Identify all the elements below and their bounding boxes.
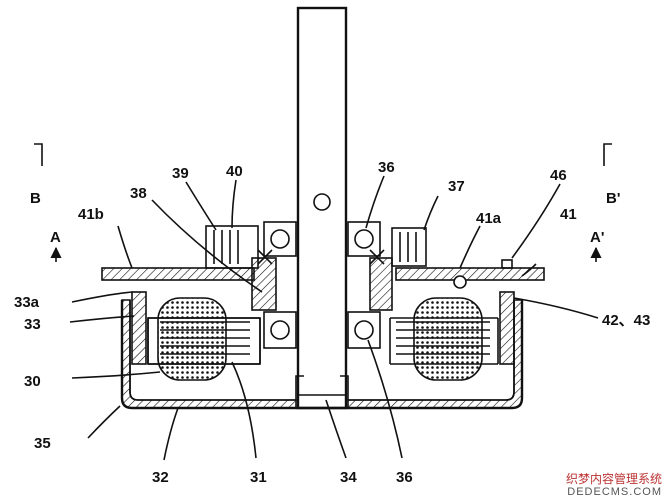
coil-right bbox=[389, 297, 499, 381]
watermark-cn: 织梦内容管理系统 bbox=[565, 471, 662, 486]
bearing-lower bbox=[263, 311, 381, 349]
watermark-en: DEDECMS.COM bbox=[567, 485, 662, 498]
label-39: 39 bbox=[172, 165, 189, 182]
label-A-right: A' bbox=[590, 229, 604, 246]
label-40: 40 bbox=[226, 163, 243, 180]
label-46: 46 bbox=[550, 167, 567, 184]
hub-38 bbox=[205, 225, 427, 311]
label-42-43: 42、43 bbox=[602, 312, 650, 329]
label-B-right: B' bbox=[606, 190, 620, 207]
label-36-top: 36 bbox=[378, 159, 395, 176]
section-markers bbox=[34, 143, 612, 262]
label-36-bottom: 36 bbox=[396, 469, 413, 486]
plate-41a bbox=[395, 259, 545, 289]
shaft-34 bbox=[296, 6, 348, 410]
side-wall-33 bbox=[131, 291, 515, 365]
label-31: 31 bbox=[250, 469, 267, 486]
label-37: 37 bbox=[448, 178, 465, 195]
leader-lines bbox=[69, 175, 599, 461]
coil-left bbox=[147, 297, 261, 381]
label-41a: 41a bbox=[476, 210, 502, 227]
label-32: 32 bbox=[152, 469, 169, 486]
label-B-left: B bbox=[30, 190, 41, 207]
label-41: 41 bbox=[560, 206, 577, 223]
watermark: 织梦内容管理系统 DEDECMS.COM bbox=[565, 471, 662, 498]
label-35: 35 bbox=[34, 435, 51, 452]
label-33a: 33a bbox=[14, 294, 40, 311]
label-30: 30 bbox=[24, 373, 41, 390]
label-34: 34 bbox=[340, 469, 357, 486]
bearing-upper bbox=[263, 221, 381, 257]
label-A-left: A bbox=[50, 229, 61, 246]
label-41b: 41b bbox=[78, 206, 104, 223]
label-33: 33 bbox=[24, 316, 41, 333]
label-38: 38 bbox=[130, 185, 147, 202]
